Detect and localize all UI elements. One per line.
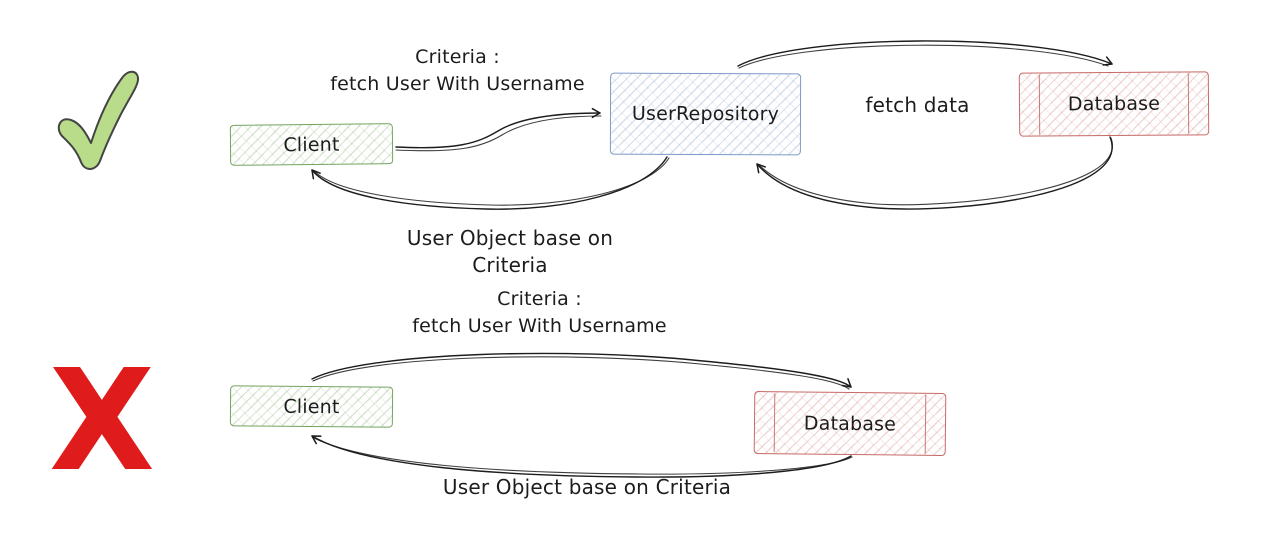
criteria-line1: Criteria :: [497, 288, 582, 310]
criteria-label-correct: Criteria : fetch User With Username: [315, 44, 600, 98]
database-side-line-right: [1187, 73, 1190, 134]
arrow-database-to-repository: [756, 136, 1113, 210]
database-side-line-left: [773, 393, 776, 453]
database-node-correct: Database: [1018, 71, 1210, 137]
arrow-database-to-client: [311, 435, 852, 478]
fetch-data-label: fetch data: [865, 93, 970, 117]
arrow-client-to-repository: [395, 107, 601, 149]
criteria-line2: fetch User With Username: [412, 315, 667, 337]
database-side-line-right: [924, 394, 927, 454]
arrow-client-to-database-sketch: [312, 356, 850, 390]
criteria-line1: Criteria :: [415, 46, 500, 68]
arrow-repository-to-database: [737, 40, 1113, 67]
repository-label: UserRepository: [631, 102, 780, 126]
return-label-incorrect: User Object base on Criteria: [442, 475, 732, 499]
arrow-client-to-repository-sketch: [395, 115, 602, 152]
client-node-correct: Client: [229, 123, 394, 166]
database-node-incorrect: Database: [753, 390, 947, 457]
arrow-repository-to-client-sketch: [313, 157, 670, 206]
arrow-repository-to-client: [311, 156, 668, 210]
database-label: Database: [803, 412, 897, 435]
arrow-repository-to-database-sketch: [738, 44, 1109, 69]
arrow-client-to-database: [311, 352, 852, 388]
database-label: Database: [1067, 92, 1161, 116]
client-label: Client: [283, 133, 340, 156]
arrow-database-to-client-sketch: [313, 437, 853, 475]
checkmark-icon: [50, 58, 142, 182]
arrow-database-to-repository-sketch: [758, 137, 1113, 206]
client-node-incorrect: Client: [229, 385, 394, 428]
client-label: Client: [283, 395, 340, 418]
criteria-line2: fetch User With Username: [330, 73, 585, 95]
cross-icon: X: [49, 340, 155, 503]
repository-node: UserRepository: [609, 72, 802, 156]
criteria-label-incorrect: Criteria : fetch User With Username: [397, 286, 682, 340]
return-label-correct: User Object base on Criteria: [406, 226, 614, 277]
database-side-line-left: [1038, 74, 1041, 135]
